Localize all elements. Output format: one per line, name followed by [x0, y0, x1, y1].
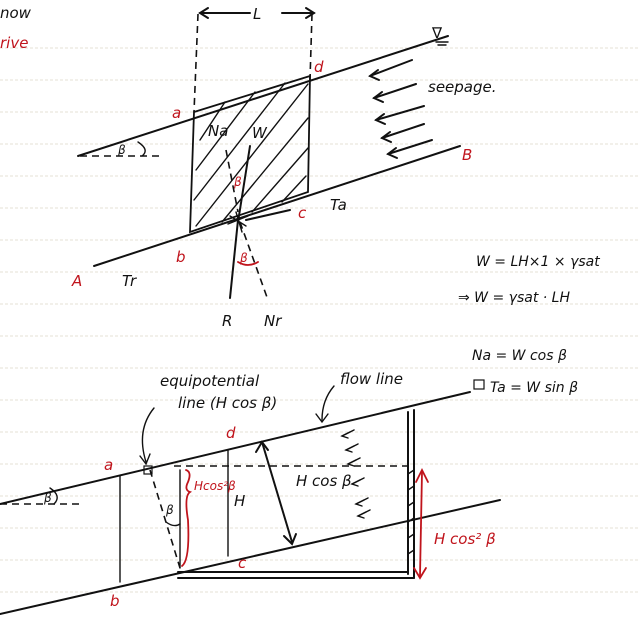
dimension-label-L: L	[253, 5, 261, 23]
equation-weight-simplified: ⇒ W = γsat · LH	[458, 290, 570, 306]
tube-hatching	[407, 469, 415, 555]
bottom-flow-diagram: equipotential line (H cos β) flow line β…	[0, 370, 501, 615]
equipotential-label-line2: line (H cos β)	[178, 394, 277, 412]
seepage-arrows	[368, 59, 433, 159]
margin-note-now: now	[0, 4, 32, 22]
point-d-top: d	[314, 58, 324, 76]
ruled-lines	[0, 47, 640, 593]
equations: W = LH×1 × γsat ⇒ W = γsat · LH Na = W c…	[458, 254, 600, 396]
hatching	[193, 82, 309, 227]
right-angle-marker	[143, 465, 153, 475]
soil-slice	[189, 74, 311, 234]
point-B: B	[462, 146, 472, 164]
force-label-Tr: Tr	[122, 272, 137, 290]
force-label-Ta: Ta	[330, 196, 347, 214]
point-a-top: a	[172, 104, 181, 122]
H-label: H	[234, 492, 245, 510]
seepage-label: seepage.	[428, 78, 497, 96]
point-b-bottom: b	[110, 592, 120, 610]
point-d-bottom: d	[226, 424, 236, 442]
flow-arrows	[340, 429, 371, 519]
point-a-bottom: a	[104, 456, 113, 474]
force-label-R: R	[222, 312, 232, 330]
angle-beta-bottom-diagram: β	[165, 503, 174, 517]
point-b-top: b	[176, 248, 186, 266]
force-label-Nr: Nr	[264, 312, 282, 330]
point-c-bottom: c	[238, 554, 247, 572]
flow-line-label: flow line	[340, 370, 403, 388]
force-label-W: W	[252, 124, 268, 142]
equation-weight: W = LH×1 × γsat	[476, 254, 600, 270]
point-c-top: c	[298, 204, 307, 222]
H-cos-beta-label: H cos β	[296, 472, 352, 490]
water-table-icon: ∇	[431, 24, 443, 42]
crossed-out-mark	[473, 379, 485, 390]
equipotential-label-line1: equipotential	[160, 372, 260, 390]
slope-angle-beta: β	[117, 143, 126, 157]
equation-normal-force: Na = W cos β	[472, 348, 567, 364]
H-cos2-beta-small-label: Hcos²β	[194, 479, 236, 493]
H-cos2-beta-label: H cos² β	[434, 530, 496, 548]
force-label-Na: Na	[208, 122, 228, 140]
angle-beta-top: β	[233, 175, 242, 189]
angle-beta-bottom: β	[239, 251, 248, 265]
equation-tangential-force: Ta = W sin β	[490, 380, 578, 396]
point-A: A	[71, 272, 82, 290]
top-slope-diagram: L ∇ β A B a d b c	[71, 5, 497, 330]
slope-angle-beta-bottom: β	[43, 491, 52, 505]
margin-note-rive: rive	[0, 34, 28, 52]
